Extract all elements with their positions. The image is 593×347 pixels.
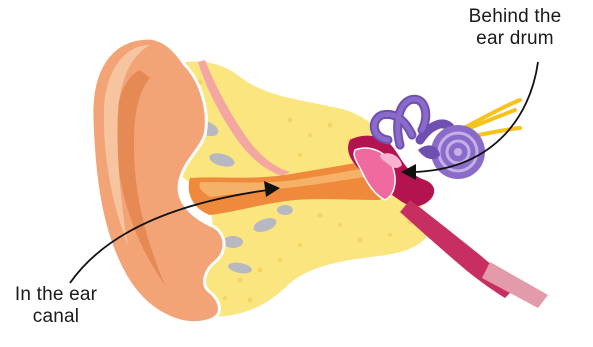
- label-canal-line-2: canal: [6, 306, 106, 328]
- label-canal-line-1: In the ear: [6, 284, 106, 306]
- label-behind-line-2: ear drum: [445, 28, 585, 50]
- label-behind-line-1: Behind the: [445, 6, 585, 28]
- label-in-ear-canal: In the ear canal: [6, 284, 106, 328]
- label-behind-ear-drum: Behind the ear drum: [445, 6, 585, 50]
